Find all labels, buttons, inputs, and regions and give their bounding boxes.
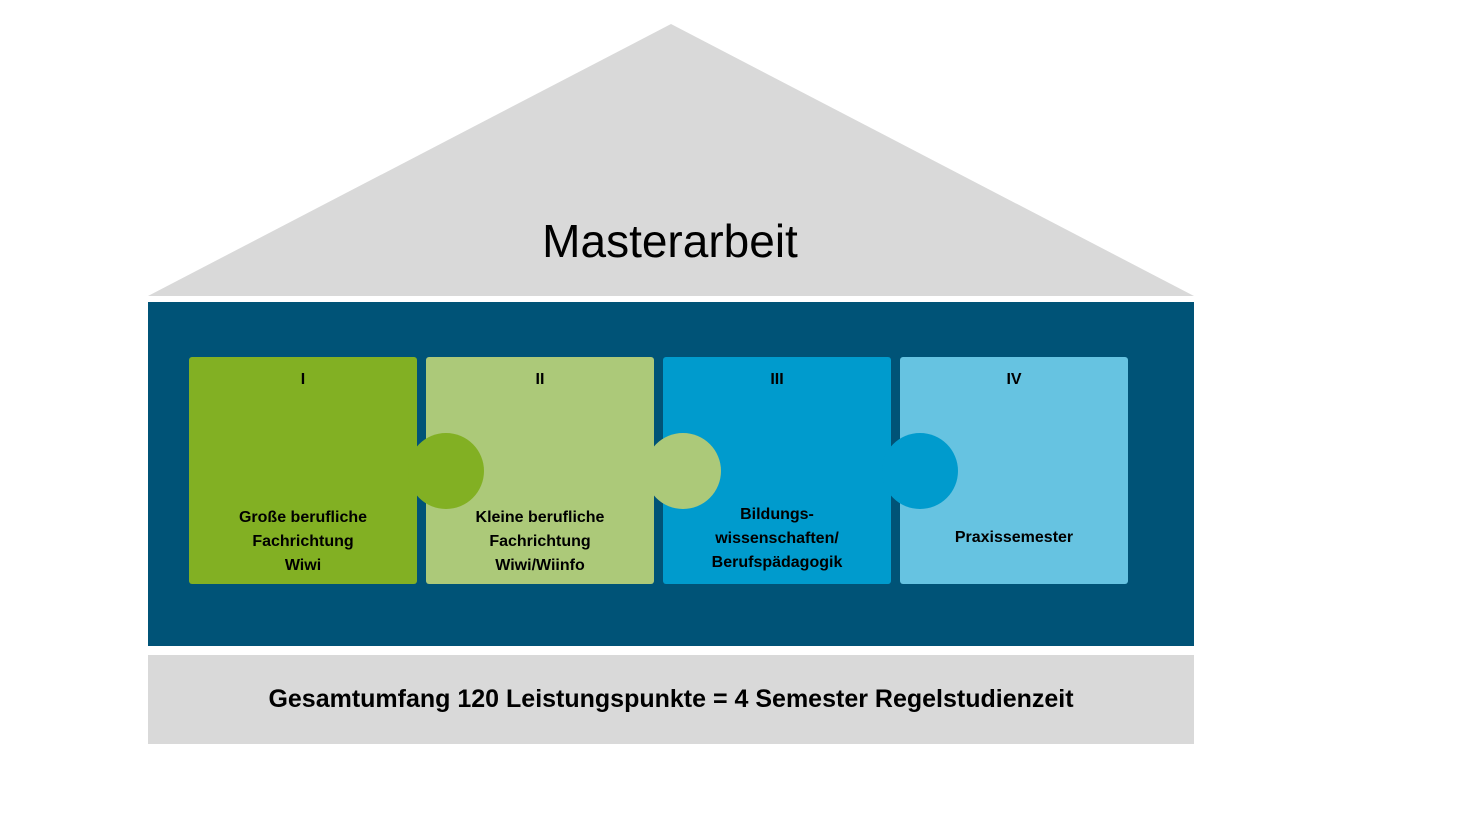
piece-3-label: Bildungs- wissenschaften/ Berufspädagogi… (711, 506, 843, 571)
piece-1-label: Große berufliche Fachrichtung Wiwi (238, 509, 368, 574)
foundation-bar: Gesamtumfang 120 Leistungspunkte = 4 Sem… (148, 655, 1194, 744)
roof-triangle (148, 24, 1194, 296)
piece-1-numeral: I (300, 371, 306, 388)
piece-4-numeral: IV (1006, 371, 1022, 388)
piece-3-numeral: III (770, 371, 784, 388)
house-body (148, 302, 1194, 646)
foundation-text: Gesamtumfang 120 Leistungspunkte = 4 Sem… (268, 685, 1074, 713)
piece-2-numeral: II (535, 371, 545, 388)
piece-4-label: Praxissemester (954, 529, 1074, 546)
roof-title: Masterarbeit (542, 215, 798, 267)
piece-2-label: Kleine berufliche Fachrichtung Wiwi/Wiin… (475, 509, 605, 574)
